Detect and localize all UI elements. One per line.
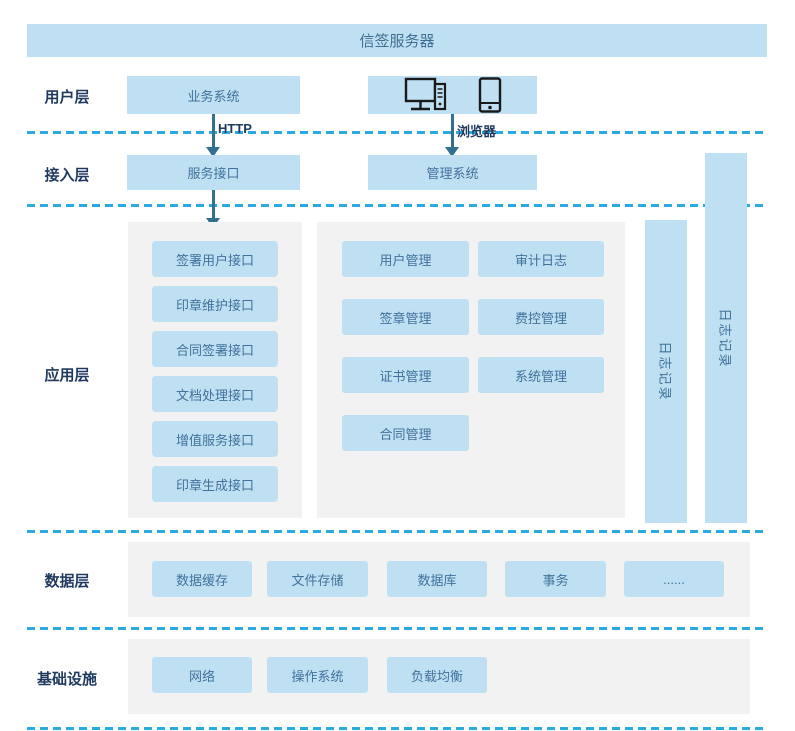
layer-label-infrastructure: 基础设施	[36, 671, 97, 688]
layer-label-user: 用户层	[44, 89, 90, 106]
log-record-bar-left: 日志记录	[645, 220, 687, 523]
layer-divider-3	[27, 530, 767, 533]
arrow-business-to-service	[212, 114, 215, 148]
node-module: 签章管理	[342, 299, 469, 335]
node-interface: 合同签署接口	[152, 331, 278, 367]
arrow-business-to-service-head	[206, 147, 220, 157]
layer-label-access: 接入层	[44, 167, 90, 184]
node-module: 系统管理	[478, 357, 604, 393]
layer-divider-5	[27, 727, 767, 730]
node-infra-item: 负载均衡	[387, 657, 487, 693]
layer-divider-4	[27, 627, 767, 630]
node-infra-item: 网络	[152, 657, 252, 693]
node-data-item: ......	[624, 561, 724, 597]
node-service-interface: 服务接口	[127, 155, 300, 190]
node-data-item: 数据缓存	[152, 561, 252, 597]
node-module: 证书管理	[342, 357, 469, 393]
desktop-icon	[404, 77, 448, 113]
node-data-item: 文件存储	[267, 561, 368, 597]
node-interface: 印章维护接口	[152, 286, 278, 322]
node-business-system: 业务系统	[127, 76, 300, 114]
layer-divider-2	[27, 204, 767, 207]
diagram-title: 信签服务器	[359, 33, 435, 50]
node-client-devices	[368, 76, 537, 114]
node-interface: 签署用户接口	[152, 241, 278, 277]
smartphone-icon	[478, 77, 502, 113]
node-module: 费控管理	[478, 299, 604, 335]
node-interface: 文档处理接口	[152, 376, 278, 412]
node-infra-item: 操作系统	[267, 657, 368, 693]
log-record-label: 日志记录	[717, 307, 733, 369]
node-management-system: 管理系统	[368, 155, 537, 190]
layer-divider-1	[27, 131, 767, 134]
arrow-devices-to-management	[451, 114, 454, 148]
node-module: 用户管理	[342, 241, 469, 277]
arrow-service-to-app	[212, 190, 215, 219]
http-label: HTTP	[218, 121, 252, 136]
browser-label: 浏览器	[457, 124, 497, 139]
node-module: 合同管理	[342, 415, 469, 451]
node-interface: 增值服务接口	[152, 421, 278, 457]
node-module: 审计日志	[478, 241, 604, 277]
log-record-label: 日志记录	[657, 341, 673, 402]
node-data-item: 事务	[505, 561, 606, 597]
log-record-bar-right: 日志记录	[705, 153, 747, 523]
layer-label-data: 数据层	[44, 573, 90, 590]
diagram-title-bar: 信签服务器	[27, 24, 767, 57]
layer-label-application: 应用层	[44, 367, 90, 384]
arrow-devices-to-management-head	[445, 147, 459, 157]
node-interface: 印章生成接口	[152, 466, 278, 502]
node-data-item: 数据库	[387, 561, 487, 597]
